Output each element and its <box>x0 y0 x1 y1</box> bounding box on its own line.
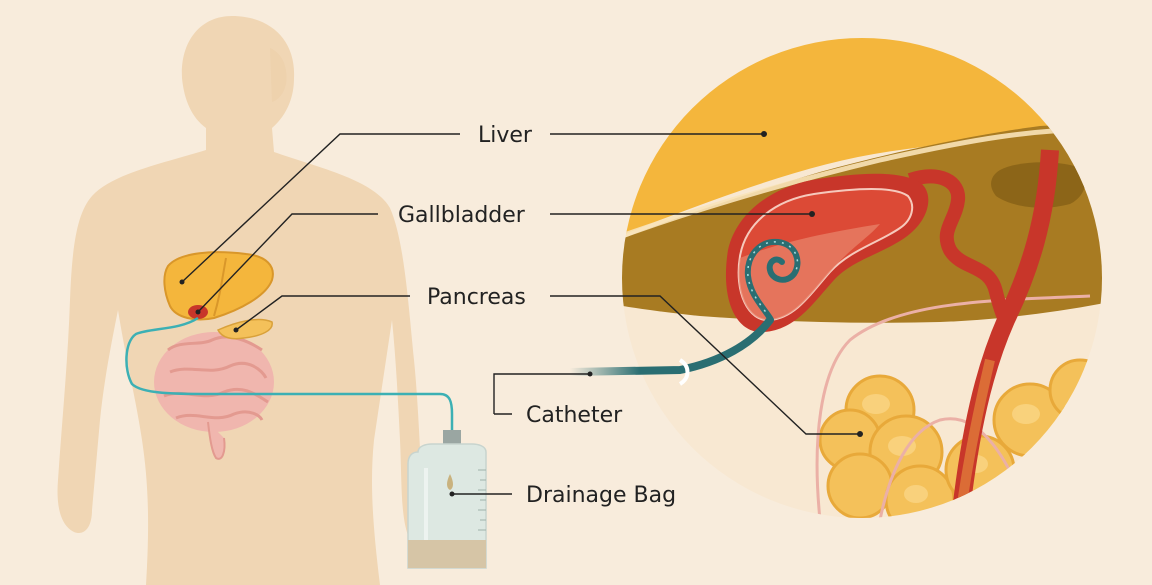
liver-small <box>163 251 274 321</box>
label-catheter: Catheter <box>526 403 623 428</box>
leader-dots <box>179 131 863 497</box>
magnified-view <box>566 38 1102 518</box>
label-drainage-bag: Drainage Bag <box>526 483 676 508</box>
label-pancreas: Pancreas <box>427 285 526 310</box>
label-liver: Liver <box>478 123 533 148</box>
catheter-tube <box>566 316 774 376</box>
pigtail-coil <box>744 238 801 321</box>
leader-lines <box>181 133 860 495</box>
intestines <box>154 332 274 460</box>
drainage-tube <box>125 316 454 432</box>
drainage-bag <box>407 430 487 569</box>
cystic-duct <box>907 169 1013 326</box>
label-gallbladder: Gallbladder <box>398 203 526 228</box>
pancreas-small <box>216 318 273 340</box>
